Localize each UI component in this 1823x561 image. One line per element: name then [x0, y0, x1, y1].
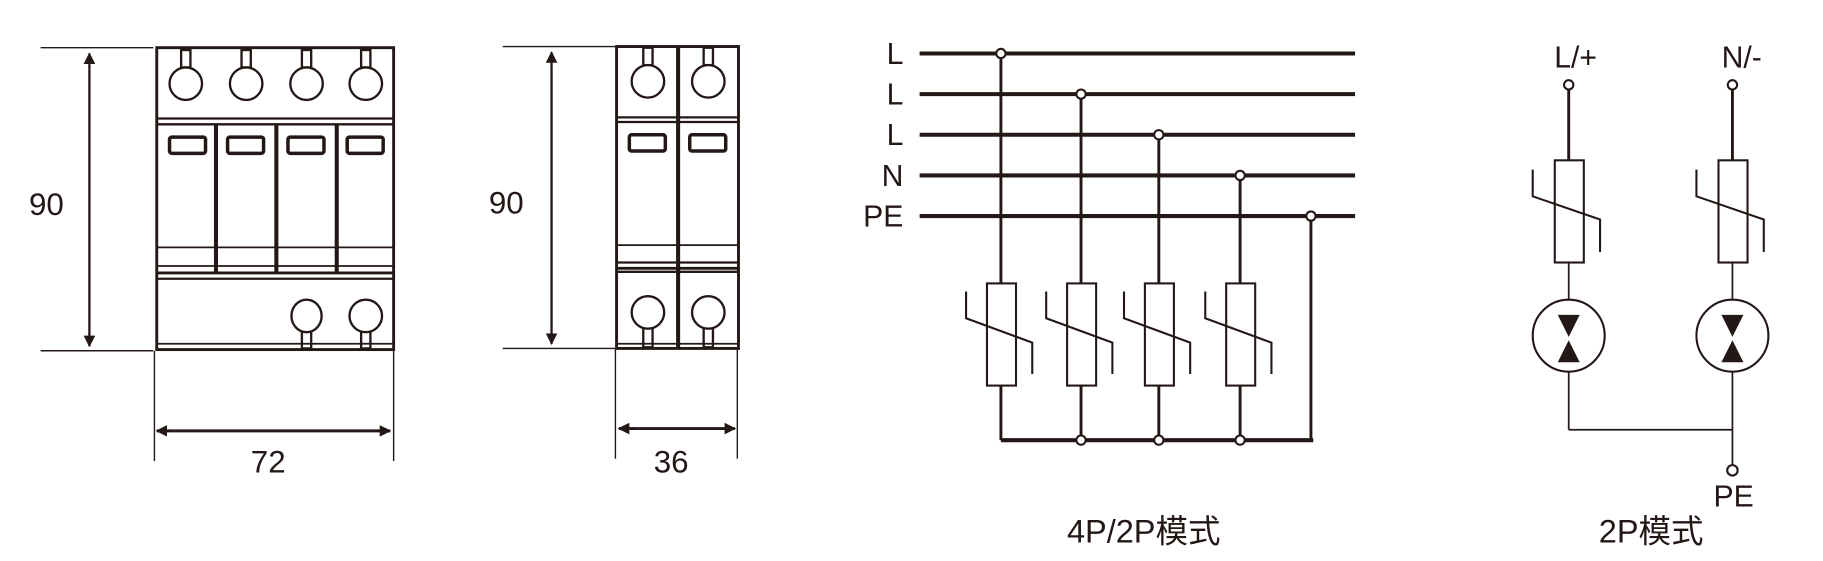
height-label-2p: 90 [489, 186, 524, 221]
varistor-1 [965, 282, 1034, 387]
width-label-4p: 72 [251, 445, 286, 480]
top-terminals-2p [630, 46, 726, 99]
top-terminals [168, 48, 384, 102]
dimension-2p [502, 45, 739, 459]
gas-discharge-tube-right [1695, 298, 1770, 373]
bottom-terminals [290, 298, 384, 350]
caption-2p-mode: 2P模式 [1599, 513, 1704, 549]
height-label-4p: 90 [29, 187, 64, 222]
status-windows-2p [627, 133, 728, 153]
caption-4p-mode: 4P/2P模式 [1067, 513, 1221, 549]
gas-discharge-tube-left [1531, 298, 1606, 373]
dimension-4p [40, 46, 395, 462]
wiring-diagram-4p [919, 47, 1356, 446]
varistor-3 [1122, 282, 1192, 387]
varistor-right [1695, 159, 1765, 264]
terminal-label-n-minus: N/- [1722, 41, 1762, 74]
varistor-left [1531, 159, 1602, 264]
width-label-2p: 36 [654, 445, 689, 480]
bus-label-n: N [882, 160, 904, 193]
bus-label-l1: L [887, 38, 904, 71]
terminal-label-pe: PE [1713, 480, 1753, 513]
bottom-terminals-2p [630, 295, 726, 349]
terminal-label-l-plus: L/+ [1554, 41, 1597, 74]
bus-label-pe: PE [863, 201, 903, 234]
device-2p-front-view [615, 45, 740, 350]
bus-label-l3: L [887, 119, 904, 152]
status-windows [167, 135, 385, 156]
bus-label-l2: L [887, 79, 904, 112]
varistor-2 [1045, 282, 1114, 387]
varistor-4 [1204, 282, 1273, 387]
wiring-diagram-2p [1531, 79, 1770, 477]
device-4p-front-view [155, 46, 396, 352]
